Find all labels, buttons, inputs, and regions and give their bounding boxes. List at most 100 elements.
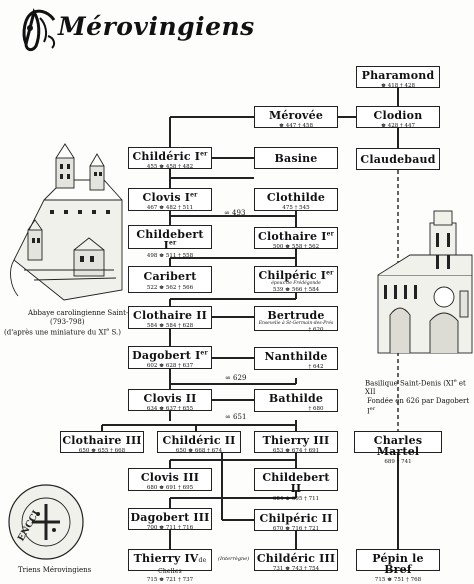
person-name: Bertrude (267, 309, 325, 322)
person-clothaire-3: Clothaire III 650 ♚ 655 † 668 (60, 431, 144, 454)
title-initial-ornament-icon (22, 8, 56, 52)
person-thierry-3: Thierry III 653 ♚ 674 † 691 (254, 431, 338, 454)
person-childeric-3: Childéric III 731 ♚ 743 † 754 (254, 549, 338, 572)
basilica-caption-sup-2: er (369, 405, 376, 412)
person-note: époux de Frédégonde (271, 281, 321, 286)
person-name: Childéric Ier (129, 151, 211, 162)
person-name: Clovis Ier (129, 192, 211, 203)
abbey-caption-line-3: (d'après une miniature du XIe S.) (4, 327, 155, 337)
person-name: Dagobert Ier (129, 350, 211, 361)
person-name: Charles Martel (373, 434, 423, 458)
person-name: Clovis III (140, 471, 200, 484)
person-name: Chilpéric II (259, 512, 333, 525)
person-dates: 653 ♚ 674 † 691 (272, 448, 320, 454)
person-name: Clovis II (143, 392, 197, 405)
person-dates: 715 ♚ 751 † 768 (374, 577, 422, 583)
person-clothilde: Clothilde 475 † 545 (254, 188, 338, 211)
basilica-caption: Basilique Saint-Denis (XIe et XII Fondée… (365, 378, 474, 416)
person-dates: † 642 (308, 364, 324, 370)
person-name-text: Childebert I (136, 228, 204, 252)
person-basine: Basine (254, 147, 338, 169)
person-dagobert-3: Dagobert III 700 ♚ 711 † 716 (128, 508, 212, 531)
person-name: Clodion (373, 109, 423, 122)
person-name: Thierry IVde Chelles (129, 553, 211, 575)
person-clovis-1: Clovis Ier 467 ♚ 482 † 511 (128, 188, 212, 211)
person-name: Childéric III (256, 552, 336, 565)
person-dates: 467 ♚ 482 † 511 (146, 205, 194, 211)
person-note: Ensevelie à St-Germain-des-Prés (258, 321, 334, 326)
person-childeric-2: Childéric II 650 ♚ 668 † 674 (157, 431, 241, 454)
person-dates: 539 ♚ 566 † 584 (272, 286, 320, 293)
person-dates: 684 ♚ 695 † 711 (272, 496, 320, 502)
person-dates: ♚ 428 † 447 (381, 123, 415, 129)
basilica-caption-line-1: Basilique Saint-Denis (XIe et XII (365, 378, 474, 397)
person-dates: 689 † 741 (384, 459, 412, 465)
person-dates: 680 ♚ 691 † 695 (146, 485, 194, 491)
person-name-text: Clothaire I (257, 230, 327, 243)
marriage-mark-651: ∞ 651 (225, 413, 247, 421)
person-name-sup: er (200, 150, 208, 158)
person-name-sup: er (326, 230, 334, 238)
abbey-caption-sup: e (106, 326, 110, 333)
person-name-text: Clovis I (142, 191, 191, 204)
person-dates: 650 ♚ 668 † 674 (175, 448, 223, 454)
basilica-caption-line-2: Fondée en 626 par Dagobert Ier (365, 397, 474, 416)
person-name: Dagobert III (130, 511, 210, 524)
person-name-sup: er (190, 191, 198, 199)
person-name: Pharamond (361, 69, 435, 82)
person-clothaire-1: Clothaire Ier 500 ♚ 558 † 562 (254, 227, 338, 250)
person-dates: 634 ♚ 637 † 655 (146, 406, 194, 412)
person-name: Childebert II (262, 471, 330, 495)
person-name: Clothaire II (133, 309, 207, 322)
person-name-sup: er (168, 239, 177, 247)
person-note: de Chelles (158, 557, 207, 575)
page-title: Mérovingiens (58, 12, 255, 41)
person-chilperic-2: Chilpéric II 670 ♚ 716 † 721 (254, 509, 338, 532)
person-merovee: Mérovée ♚ 447 † 458 (254, 106, 338, 129)
person-dates: 731 ♚ 743 † 754 (272, 566, 320, 572)
person-name: Pépin le Bref (372, 552, 424, 576)
basilica-caption-sup-1: e (453, 378, 457, 384)
basilica-caption-text-1: Basilique Saint-Denis (XI (365, 379, 454, 388)
person-claudebaud: Claudebaud (356, 148, 440, 170)
person-dates: 498 ♚ 511 † 558 (146, 253, 194, 259)
person-name-text: Chilpéric I (258, 269, 327, 282)
person-name: Mérovée (268, 109, 324, 122)
person-clovis-2: Clovis II 634 ♚ 637 † 655 (128, 389, 212, 412)
person-dates: 715 ♚ 721 † 737 (146, 577, 194, 583)
person-dates: 650 ♚ 655 † 668 (78, 448, 126, 454)
abbey-caption-line-1: Abbaye carolingienne Saint-Riquier (28, 309, 155, 317)
person-thierry-4: Thierry IVde Chelles 715 ♚ 721 † 737 (128, 549, 212, 583)
person-dates: 700 ♚ 711 † 716 (146, 525, 194, 531)
person-childebert-2: Childebert II 684 ♚ 695 † 711 (254, 468, 338, 502)
person-name: Thierry III (262, 434, 330, 447)
person-name: Caribert (143, 270, 197, 283)
marriage-mark-629: ∞ 629 (225, 374, 247, 382)
basilica-caption-end-1: et XII (365, 379, 466, 397)
person-dates: ♚ 418 † 428 (381, 83, 415, 89)
abbey-caption-text: (d'après une miniature du XI (4, 327, 107, 336)
person-name-text: Dagobert I (132, 349, 201, 362)
person-name: Clothaire Ier (255, 231, 337, 242)
person-dates: ♚ 447 † 458 (279, 123, 313, 129)
person-charles-martel: Charles Martel 689 † 741 (354, 431, 442, 465)
person-name: Clothaire III (62, 434, 142, 447)
person-caribert: Caribert 522 ♚ 562 † 566 (128, 266, 212, 293)
person-name: Chilpéric Ier (255, 270, 337, 281)
basilica-saint-denis-illustration (377, 210, 473, 354)
interregnum-mark: (Interrègne) (218, 556, 250, 562)
abbey-saint-riquier-illustration (10, 143, 123, 301)
abbey-caption-line-2: (793-798) (50, 317, 85, 326)
person-name: Bathilde (268, 392, 324, 405)
person-dates: 500 ♚ 558 † 562 (272, 244, 320, 250)
abbey-caption-end: S.) (109, 327, 121, 336)
person-dates: 475 † 545 (282, 205, 310, 211)
person-childeric-1: Childéric Ier 455 ♚ 458 † 482 (128, 147, 212, 170)
basilica-caption-text-2: Fondée en 626 par Dagobert I (367, 396, 470, 415)
person-name: Claudebaud (360, 153, 436, 166)
person-dates: † 620 (308, 326, 324, 333)
person-dagobert-1: Dagobert Ier 602 ♚ 628 † 637 (128, 346, 212, 369)
merovingian-coin-illustration: ENCCI (8, 484, 84, 560)
